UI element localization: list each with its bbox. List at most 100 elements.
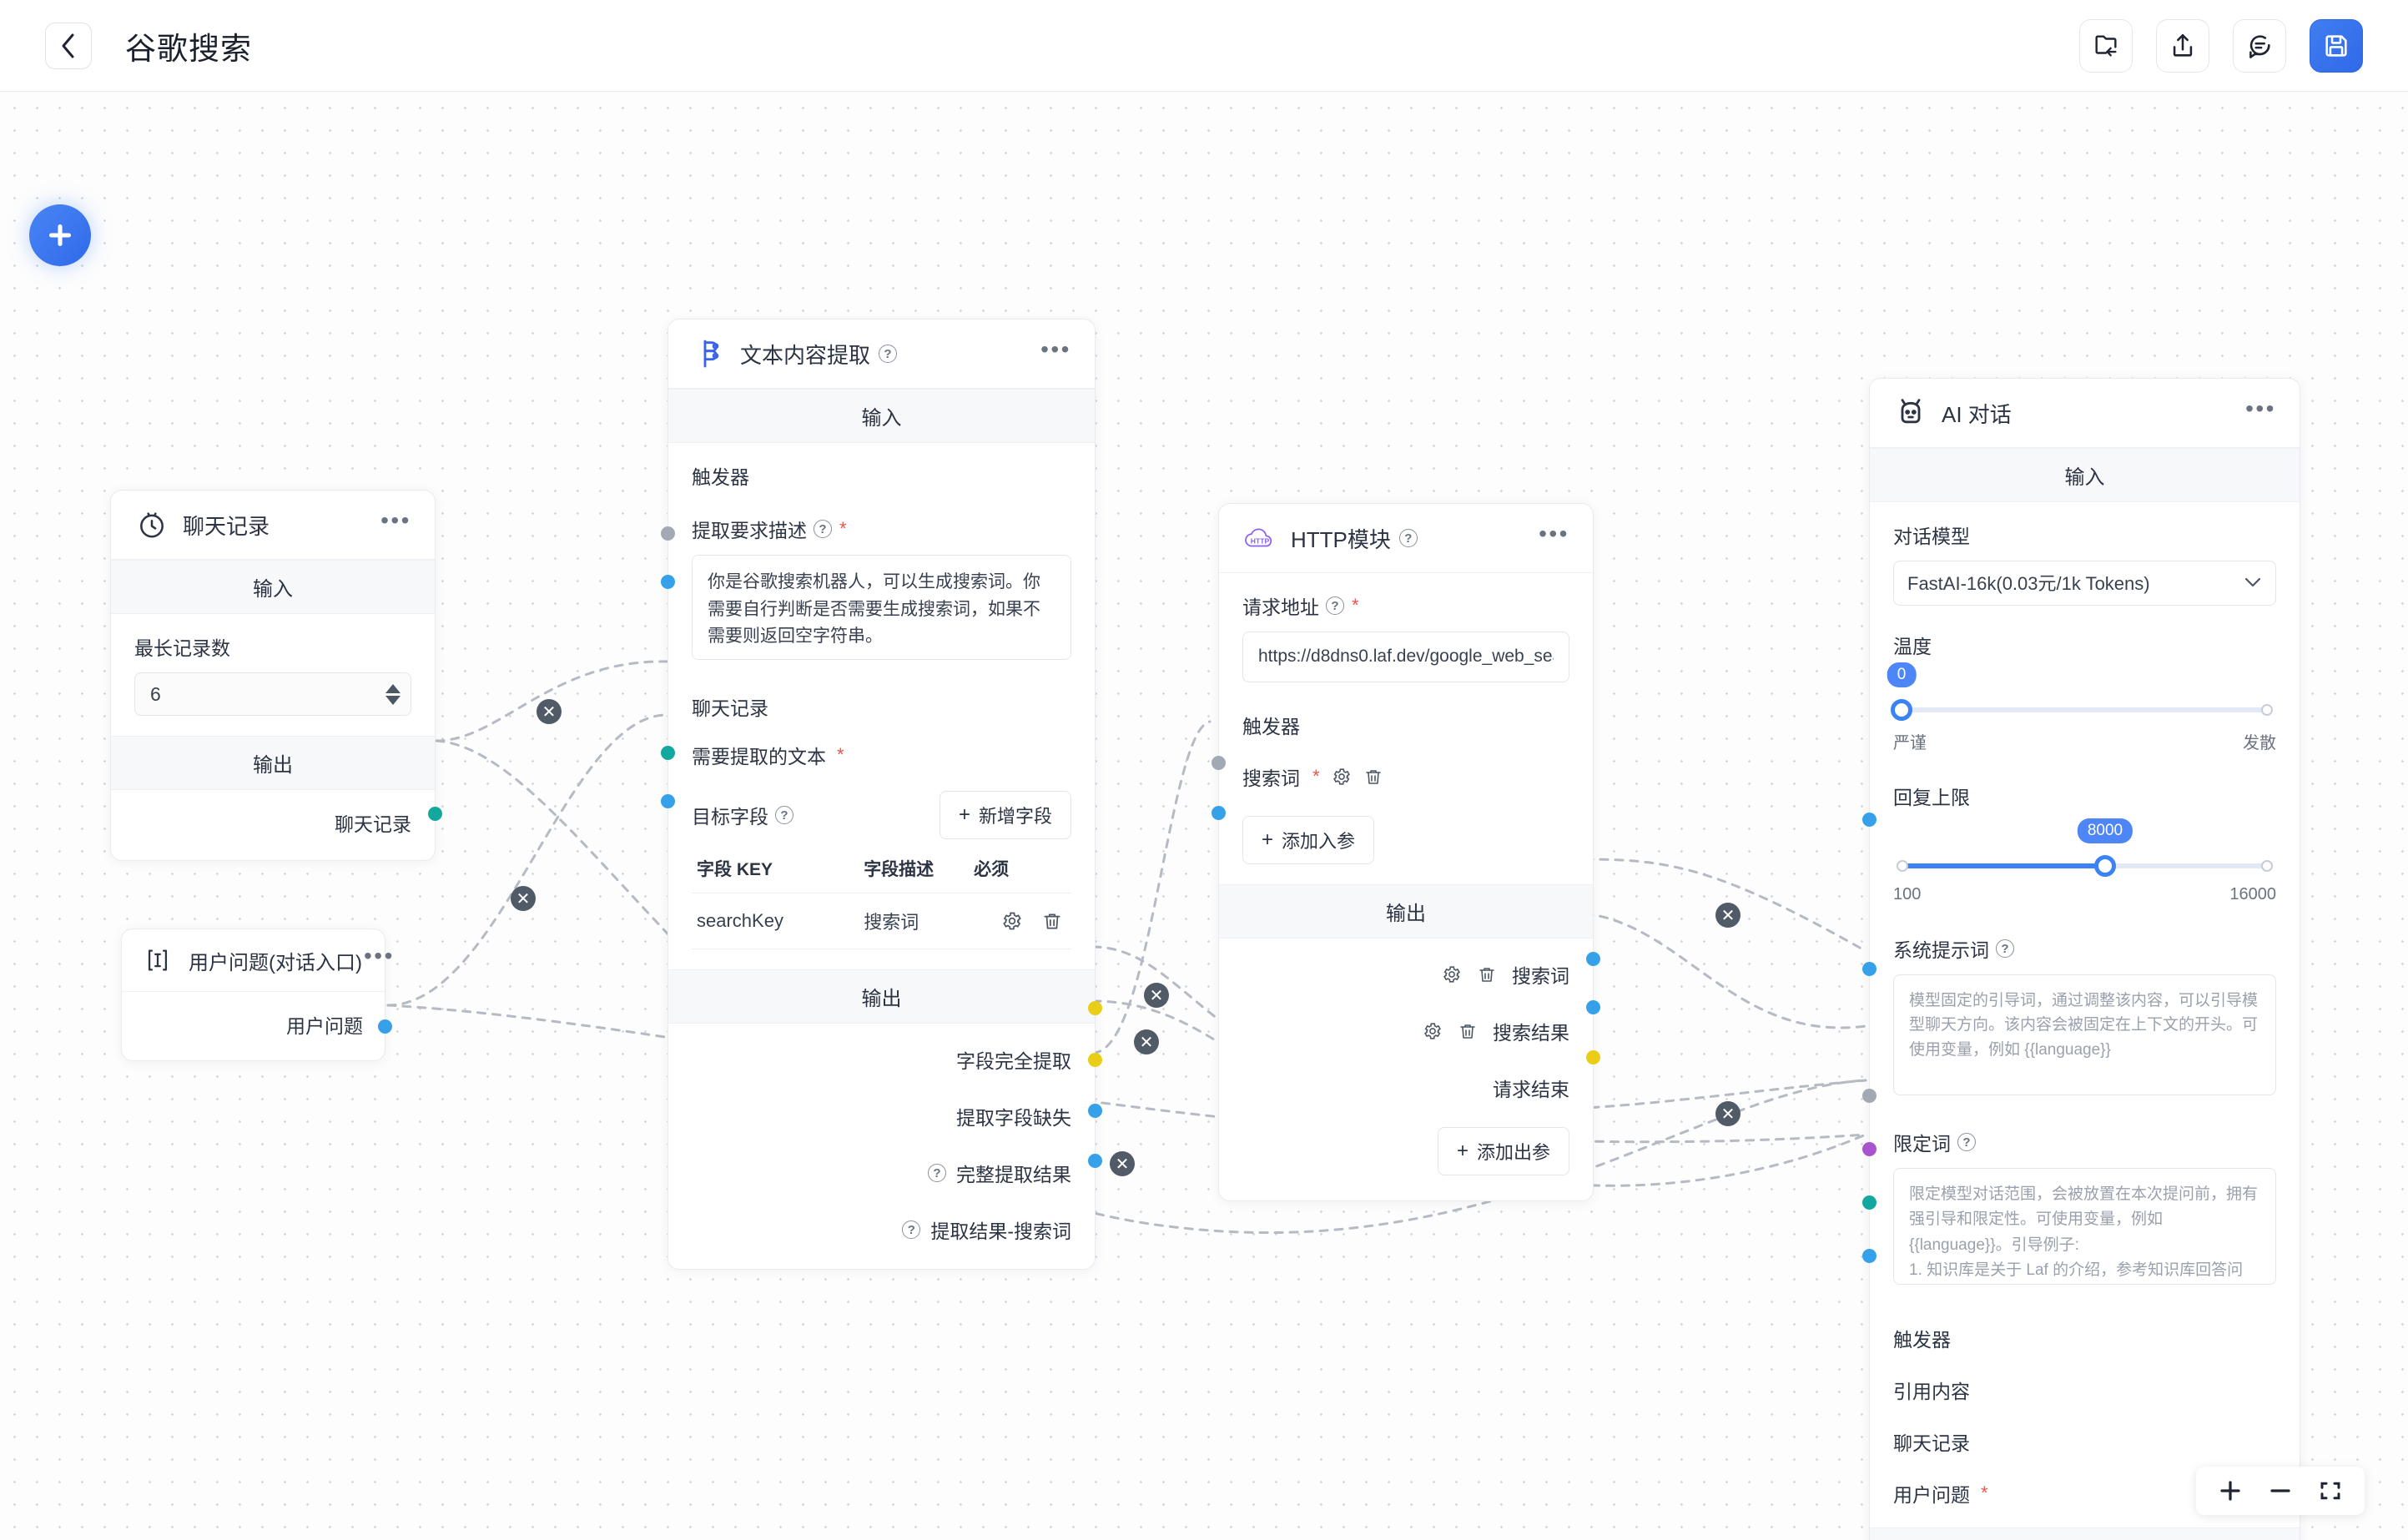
port-search-key-out[interactable] [1586, 952, 1600, 966]
port-chat-history-in[interactable] [661, 746, 675, 760]
port-user-question-out[interactable] [378, 1019, 392, 1034]
edge-delete-button[interactable]: ✕ [1144, 983, 1169, 1008]
model-select[interactable]: FastAI-16k(0.03元/1k Tokens) [1893, 561, 2276, 606]
node-text-extract[interactable]: 文本内容提取 ? ••• 输入 触发器 提取要求描述 ? * 聊天记录 [661, 319, 1102, 1270]
help-icon[interactable]: ? [1996, 939, 2014, 958]
input-label: 聊天记录 [1893, 1432, 1970, 1454]
max-records-stepper[interactable]: 6 [134, 672, 411, 716]
node-ai-chat[interactable]: AI 对话 ••• 输入 对话模型 FastAI-16k(0.03元/1k To… [1862, 378, 2300, 1540]
chat-icon [2249, 34, 2270, 58]
zoom-out-button[interactable] [2268, 1478, 2293, 1503]
system-prompt-textarea[interactable] [1893, 974, 2276, 1095]
zoom-in-button[interactable] [2218, 1478, 2243, 1503]
help-icon[interactable]: ? [902, 1220, 921, 1239]
node-menu-button[interactable]: ••• [1539, 521, 1569, 546]
output-row[interactable]: 搜索词 [1242, 960, 1569, 989]
node-chat-history[interactable]: 聊天记录 ••• 输入 最长记录数 6 输出 聊天记录 [110, 490, 442, 861]
trash-icon[interactable] [1477, 964, 1497, 984]
input-row-quote: 引用内容 [1893, 1376, 2276, 1404]
trash-icon[interactable] [1363, 767, 1383, 787]
port-full-result-out[interactable] [1088, 1104, 1102, 1118]
zoom-controls[interactable] [2196, 1467, 2365, 1515]
qualifier-textarea[interactable] [1893, 1168, 2276, 1285]
back-button[interactable] [45, 22, 92, 69]
trash-icon[interactable] [1458, 1021, 1478, 1041]
port-request-finish-out[interactable] [1586, 1050, 1600, 1064]
max-tokens-slider[interactable]: 8000 [1893, 818, 2276, 880]
plus-icon: + [958, 803, 970, 826]
output-row[interactable]: 搜索结果 [1242, 1017, 1569, 1045]
port-chat-history-out[interactable] [428, 807, 442, 821]
node-menu-button[interactable]: ••• [1040, 336, 1071, 362]
help-icon[interactable]: ? [1957, 1133, 1976, 1151]
share-export-button[interactable] [2156, 18, 2209, 73]
output-row[interactable]: 字段完全提取 [692, 1045, 1071, 1074]
port-extract-desc-in[interactable] [661, 575, 675, 589]
gear-icon[interactable] [1332, 767, 1352, 787]
trash-icon[interactable] [1041, 910, 1063, 932]
port-trigger-in[interactable] [1212, 756, 1226, 770]
port-fields-complete-out[interactable] [1088, 1001, 1102, 1015]
cell-actions [969, 893, 1071, 949]
gear-icon[interactable] [1001, 910, 1023, 932]
extract-desc-textarea[interactable] [692, 555, 1071, 660]
folder-import-button[interactable] [2079, 18, 2133, 73]
output-port-row[interactable]: 用户问题 [144, 1010, 363, 1039]
port-chat-history-in[interactable] [1862, 1195, 1877, 1210]
edge-delete-button[interactable]: ✕ [1715, 903, 1741, 928]
port-system-prompt-in[interactable] [1862, 813, 1877, 827]
node-menu-button[interactable]: ••• [363, 943, 395, 969]
output-band: 输出 [668, 969, 1095, 1024]
gear-icon[interactable] [1442, 964, 1462, 984]
temperature-knob[interactable] [1891, 699, 1912, 721]
node-menu-button[interactable]: ••• [2245, 395, 2276, 421]
input-row-user-question: 用户问题 * [1893, 1479, 2276, 1507]
output-row[interactable]: 请求结束 [1242, 1074, 1569, 1102]
model-select-wrap[interactable]: FastAI-16k(0.03元/1k Tokens) [1893, 561, 2276, 606]
port-search-key-in[interactable] [1212, 806, 1226, 820]
port-result-searchkey-out[interactable] [1088, 1154, 1102, 1168]
flow-canvas[interactable]: ✕ ✕ ✕ ✕ ✕ ✕ ✕ 聊天记录 ••• 输入 最长记录数 [0, 92, 2408, 1540]
port-text-to-extract-in[interactable] [661, 794, 675, 808]
port-qualifier-in[interactable] [1862, 962, 1877, 976]
output-port-row[interactable]: 聊天记录 [134, 808, 411, 837]
edge-delete-button[interactable]: ✕ [1715, 1101, 1741, 1126]
fit-view-button[interactable] [2318, 1478, 2343, 1503]
port-trigger-in[interactable] [661, 526, 675, 541]
edge-delete-button[interactable]: ✕ [537, 699, 562, 724]
add-input-param-button[interactable]: + 添加入参 [1242, 815, 1375, 864]
add-output-param-button[interactable]: + 添加出参 [1437, 1126, 1569, 1175]
node-http-module[interactable]: HTTP HTTP模块 ? ••• 请求地址 ? * 触发器 [1212, 503, 1600, 1201]
help-icon[interactable]: ? [1398, 529, 1418, 547]
output-row[interactable]: 提取字段缺失 [692, 1102, 1071, 1130]
port-user-question-in[interactable] [1862, 1249, 1877, 1263]
gear-icon[interactable] [1423, 1021, 1443, 1041]
chat-button[interactable] [2233, 18, 2286, 73]
edge-delete-button[interactable]: ✕ [511, 886, 536, 911]
edge-delete-button[interactable]: ✕ [1134, 1029, 1159, 1054]
temperature-slider[interactable]: 0 [1887, 662, 2276, 724]
save-button[interactable] [2310, 18, 2363, 73]
port-fields-missing-out[interactable] [1088, 1053, 1102, 1067]
port-quote-in[interactable] [1862, 1142, 1877, 1156]
node-menu-button[interactable]: ••• [380, 507, 411, 533]
help-icon[interactable]: ? [879, 345, 898, 363]
help-icon[interactable]: ? [1326, 596, 1344, 615]
help-icon[interactable]: ? [775, 806, 793, 824]
stepper-up-icon[interactable] [385, 683, 400, 693]
stepper-down-icon[interactable] [385, 695, 400, 705]
add-node-button[interactable] [29, 204, 91, 266]
edge-delete-button[interactable]: ✕ [1110, 1151, 1135, 1176]
port-trigger-in[interactable] [1862, 1089, 1877, 1103]
help-icon[interactable]: ? [814, 520, 832, 538]
input-label: 触发器 [1893, 1329, 1951, 1351]
stepper-arrows[interactable] [385, 683, 406, 705]
request-url-input[interactable] [1242, 632, 1569, 682]
port-search-result-out[interactable] [1586, 1000, 1600, 1014]
max-tokens-knob[interactable] [2094, 855, 2116, 877]
add-field-button[interactable]: + 新增字段 [939, 791, 1071, 839]
output-row[interactable]: ? 提取结果-搜索词 [692, 1215, 1071, 1244]
help-icon[interactable]: ? [928, 1164, 946, 1182]
output-row[interactable]: ? 完整提取结果 [692, 1159, 1071, 1187]
node-user-question[interactable]: 用户问题(对话入口) ••• 用户问题 [121, 929, 392, 1061]
